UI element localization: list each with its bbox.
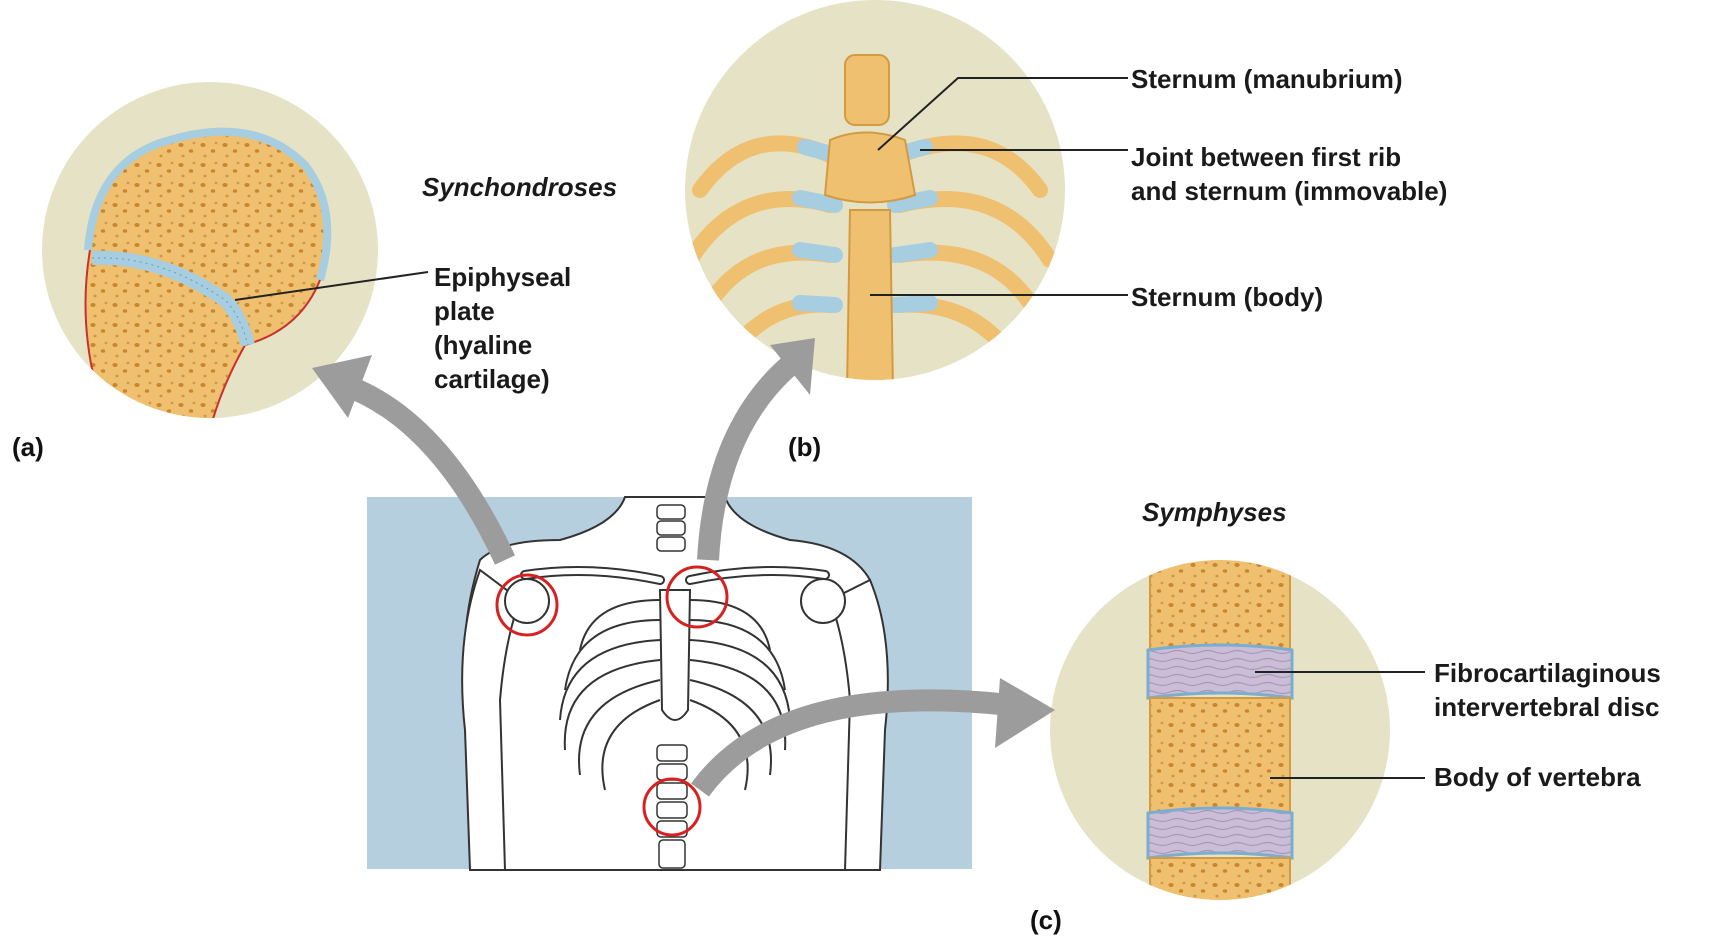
label-joint-first-rib: Joint between first rib and sternum (imm…: [1131, 140, 1447, 208]
torso-illustration: [367, 497, 972, 870]
inset-b-sternum: [685, 0, 1128, 390]
label-sternum-body: Sternum (body): [1131, 280, 1323, 314]
label-sternum-manubrium: Sternum (manubrium): [1131, 62, 1403, 96]
vertebra-body: [1150, 858, 1290, 934]
vertebra-body: [1150, 698, 1290, 813]
arrowhead-c: [995, 678, 1055, 748]
label-epiphyseal-plate: Epiphyseal plate (hyaline cartilage): [434, 260, 571, 396]
panel-letter-c: (c): [1030, 905, 1062, 936]
panel-letter-a: (a): [12, 432, 44, 463]
sternum-outline: [660, 590, 690, 720]
heading-symphyses: Symphyses: [1142, 497, 1287, 528]
manubrium: [825, 133, 915, 203]
label-body-of-vertebra: Body of vertebra: [1434, 760, 1641, 794]
inset-a-epiphyseal-plate: [42, 82, 428, 430]
panel-letter-b: (b): [788, 432, 821, 463]
inset-c-vertebrae: [1050, 550, 1425, 934]
intervertebral-disc: [1148, 808, 1292, 858]
sternum-body: [847, 210, 893, 390]
heading-synchondroses: Synchondroses: [422, 172, 617, 203]
label-intervertebral-disc: Fibrocartilaginous intervertebral disc: [1434, 656, 1661, 724]
vertebra-body: [1150, 550, 1290, 650]
